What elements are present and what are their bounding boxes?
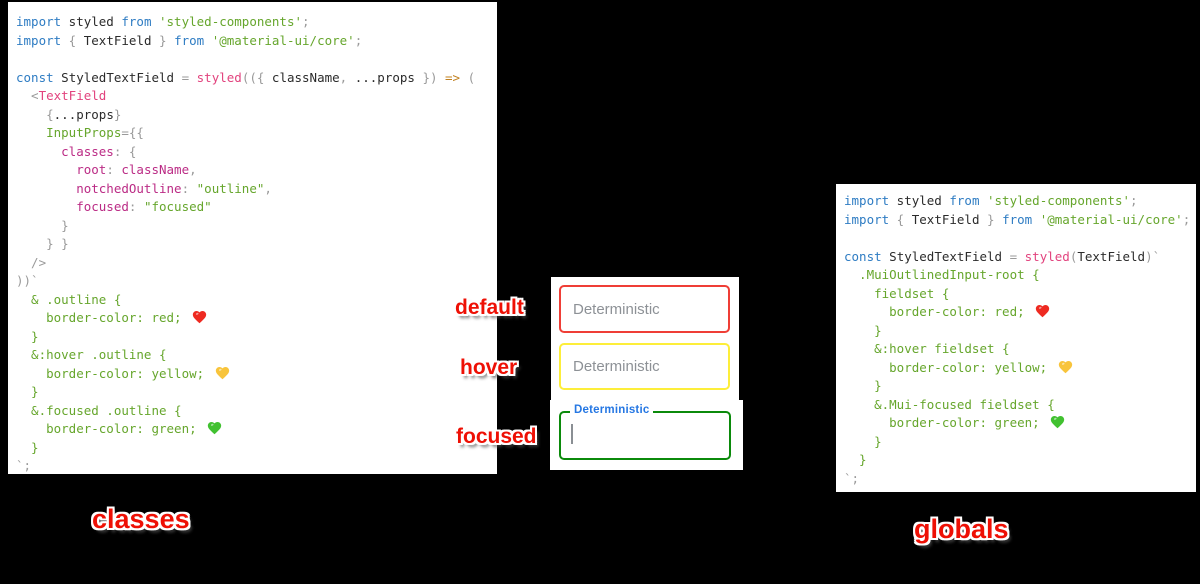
green-heart-icon [1051, 416, 1065, 429]
code-line: const StyledTextField = styled(TextField… [844, 248, 1161, 264]
code-line: } [844, 378, 882, 393]
textfield-default-input[interactable] [559, 285, 730, 333]
right-code-block: import styled from 'styled-components'; i… [836, 184, 1196, 488]
code-line: <TextField [16, 88, 107, 103]
text-cursor [571, 424, 573, 444]
code-line: .MuiOutlinedInput-root { [844, 267, 1040, 282]
yellow-heart-icon [1058, 360, 1072, 373]
code-line: border-color: red; [844, 303, 1196, 322]
code-line: border-color: yellow; [16, 365, 497, 384]
code-line: /> [16, 254, 47, 270]
code-line: } [16, 439, 39, 455]
code-line: } [16, 384, 39, 399]
code-line: } } [16, 236, 69, 251]
code-line: border-color: red; [16, 309, 497, 328]
red-heart-icon [1035, 305, 1050, 318]
code-line: &.focused .outline { [16, 402, 182, 418]
textfield-hover-input[interactable] [559, 343, 730, 390]
textfield-focused-input[interactable]: Deterministic [559, 404, 731, 460]
label-focused-state: focused [456, 425, 537, 448]
code-line: } [16, 328, 39, 344]
code-line: & .outline { [16, 291, 122, 307]
code-line: import { TextField } from '@material-ui/… [844, 211, 1191, 227]
label-default-state: default [455, 296, 524, 319]
left-code-panel: import styled from 'styled-components'; i… [8, 2, 497, 474]
code-line: &.Mui-focused fieldset { [844, 396, 1055, 412]
code-line [16, 50, 497, 69]
code-line: {...props} [16, 106, 122, 122]
code-line [844, 229, 1196, 248]
code-line: &:hover fieldset { [844, 341, 1010, 356]
code-line: } [844, 322, 882, 338]
code-line: } [844, 433, 882, 449]
code-line: root: className, [16, 162, 197, 177]
code-line: import styled from 'styled-components'; [16, 14, 310, 29]
code-line: } [844, 452, 867, 467]
code-line: } [16, 217, 69, 233]
code-line: import { TextField } from '@material-ui/… [16, 32, 363, 48]
green-heart-icon [207, 422, 222, 435]
code-line: border-color: green; [16, 420, 497, 439]
caption-globals: globals [914, 514, 1009, 544]
code-line: &:hover .outline { [16, 347, 167, 362]
code-line: import styled from 'styled-components'; [844, 193, 1138, 208]
left-code-block: import styled from 'styled-components'; i… [8, 2, 497, 476]
code-line: notchedOutline: "outline", [16, 180, 272, 196]
textfield-floating-label: Deterministic [570, 404, 654, 416]
code-line: fieldset { [844, 285, 950, 301]
code-line: const StyledTextField = styled(({ classN… [16, 69, 476, 85]
red-heart-icon [192, 311, 207, 324]
label-hover-state: hover [460, 356, 518, 379]
code-line: InputProps={{ [16, 125, 144, 140]
caption-classes: classes [92, 504, 190, 534]
code-line: classes: { [16, 143, 137, 159]
code-line: `; [16, 458, 32, 473]
code-line: focused: "focused" [16, 199, 212, 214]
code-line: border-color: green; [844, 414, 1196, 433]
code-line: `; [844, 470, 860, 486]
code-line: border-color: yellow; [844, 359, 1196, 378]
yellow-heart-icon [215, 366, 229, 379]
code-line: ))` [16, 273, 39, 288]
right-code-panel: import styled from 'styled-components'; i… [836, 184, 1196, 492]
